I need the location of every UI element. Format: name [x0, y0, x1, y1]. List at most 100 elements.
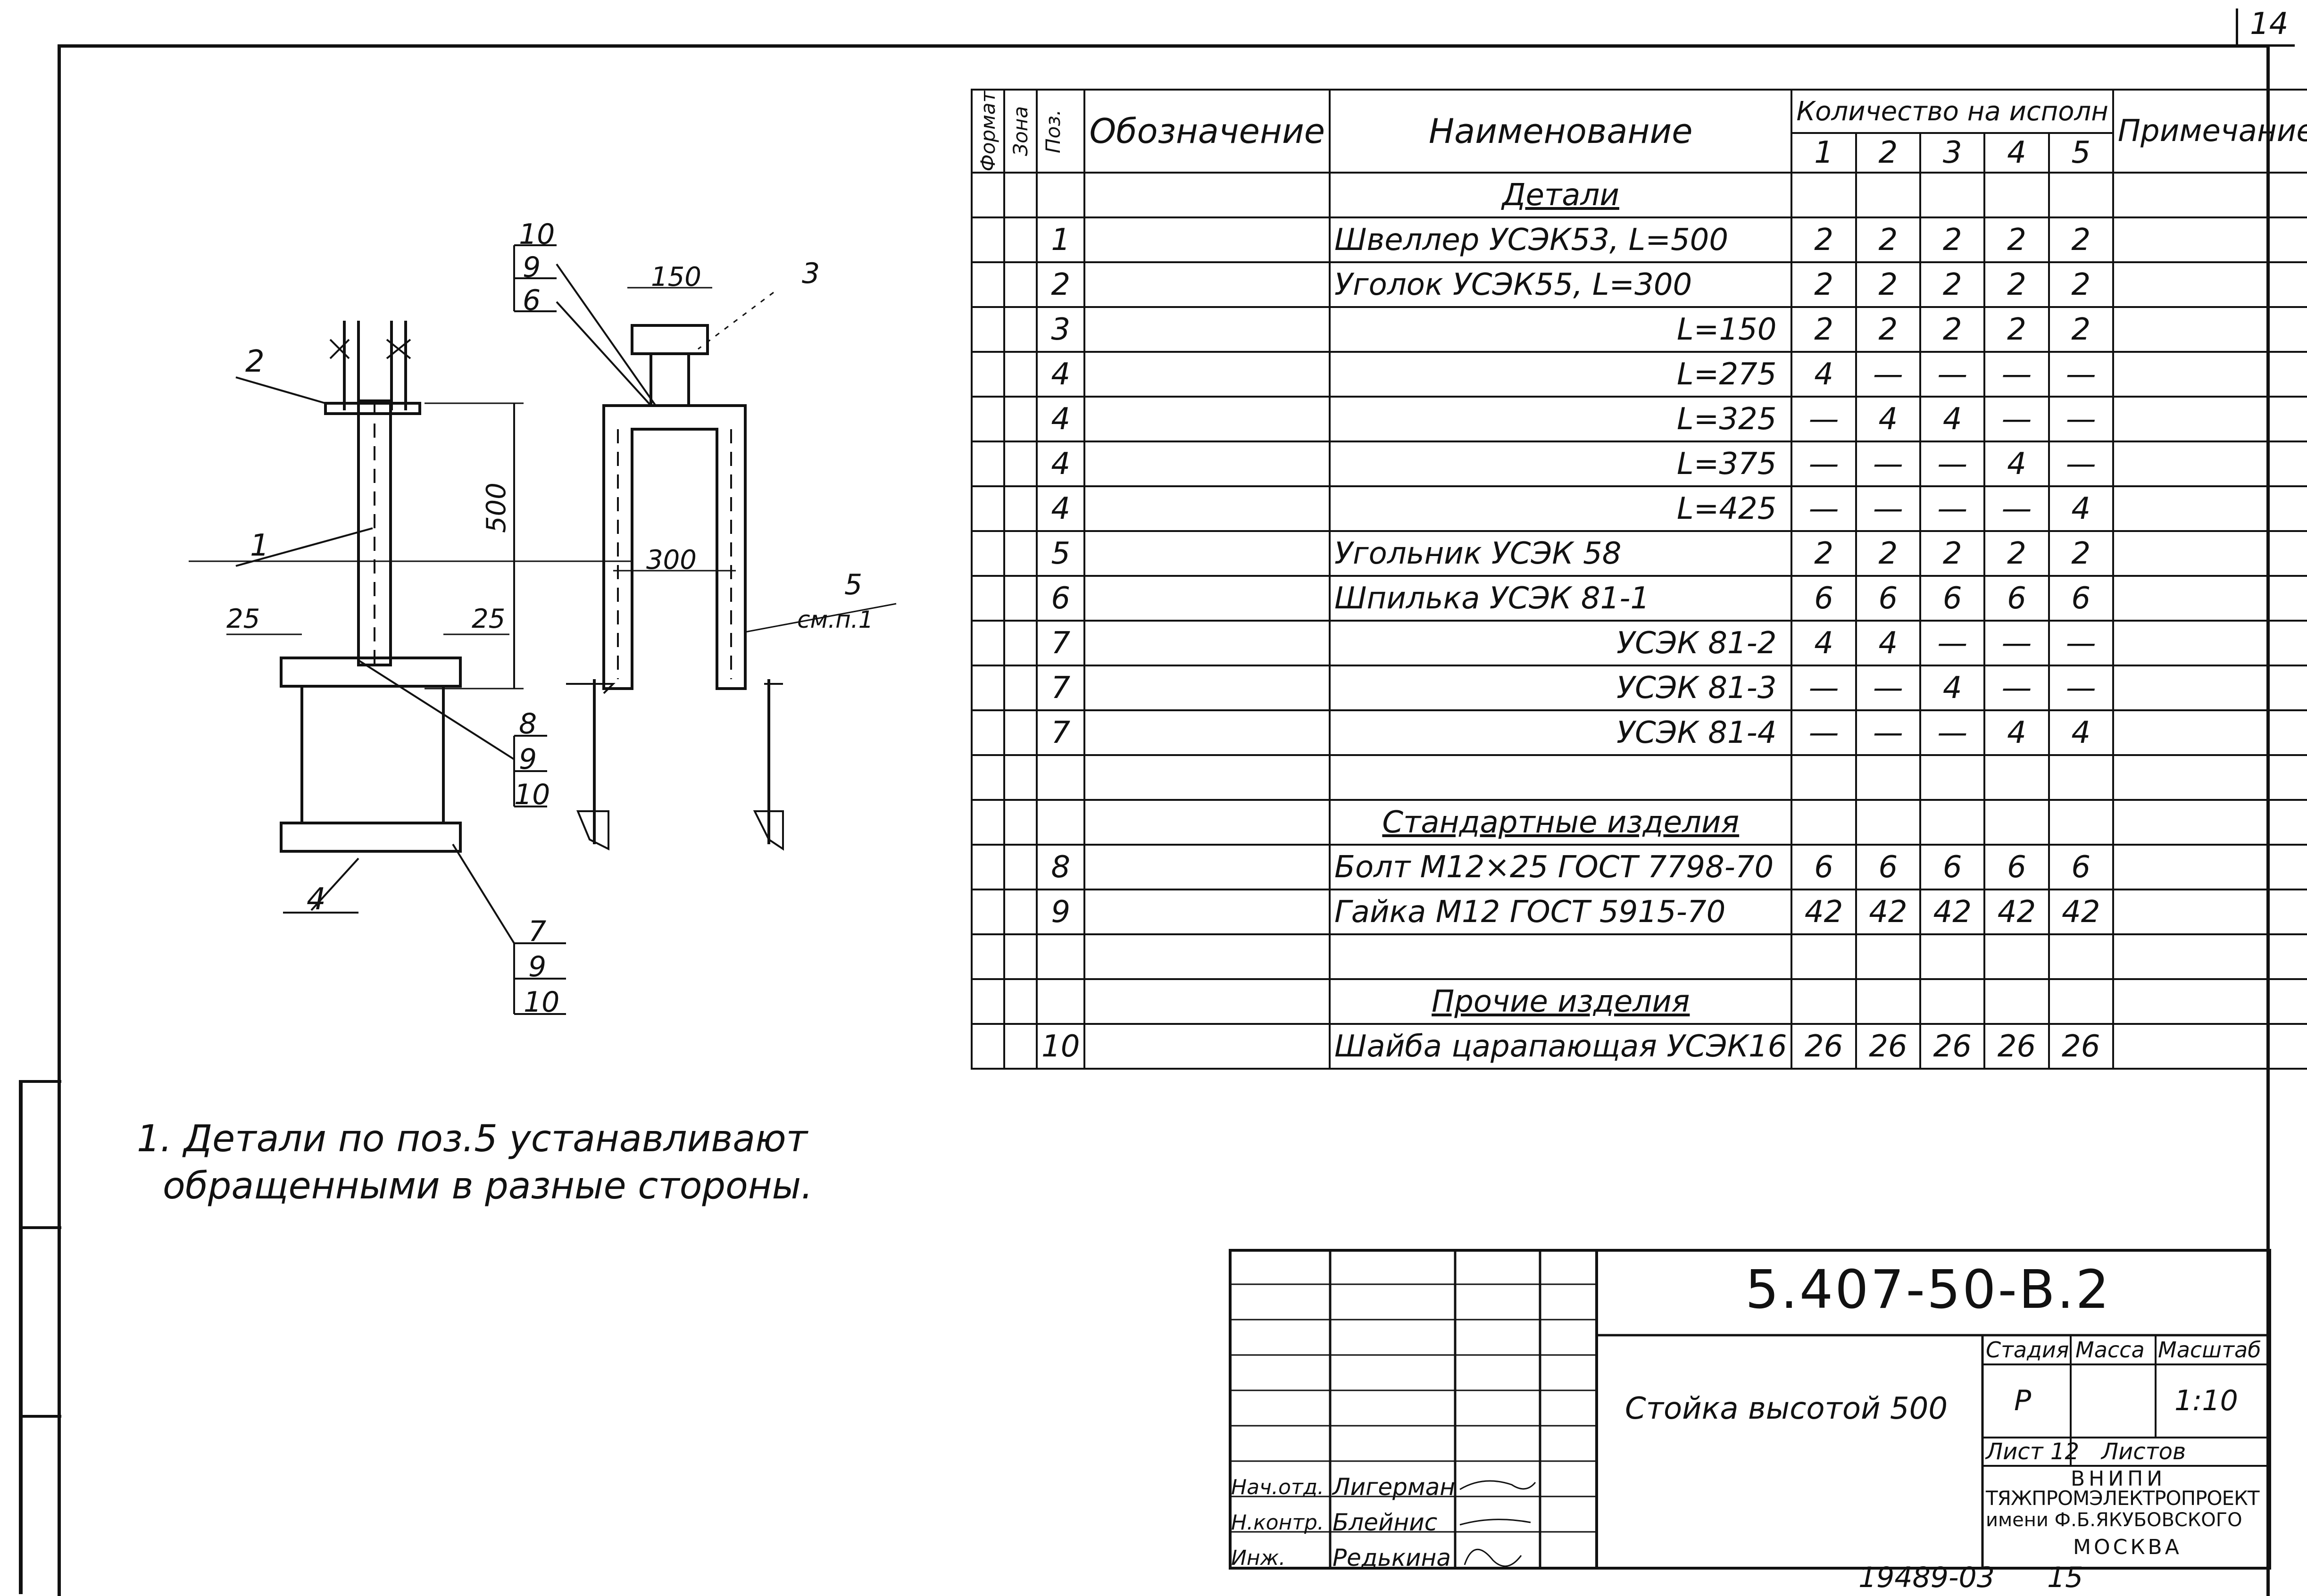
- table-cell: [971, 933, 1005, 980]
- table-cell: [2112, 799, 2307, 846]
- quantity-cell: 6: [1919, 844, 1986, 890]
- note-cell: [2112, 889, 2307, 935]
- format-cell: [971, 844, 1005, 890]
- note-cell: [2112, 620, 2307, 666]
- binding-strip: [19, 1080, 23, 1594]
- designation-cell: [1083, 216, 1331, 263]
- zone-cell: [1003, 709, 1038, 756]
- table-cell: [1983, 754, 2050, 801]
- section-row: Детали: [971, 172, 2307, 218]
- table-cell: [2048, 754, 2114, 801]
- quantity-cell: 2: [2048, 306, 2114, 353]
- format-cell: [971, 530, 1005, 577]
- table-cell: [1983, 933, 2050, 980]
- note-cell: [2112, 396, 2307, 442]
- callout-7: 7: [528, 915, 547, 948]
- pos-cell: 4: [1035, 441, 1086, 487]
- quantity-cell: 42: [2048, 889, 2114, 935]
- quantity-cell: —: [1855, 709, 1922, 756]
- note-cell: [2112, 441, 2307, 487]
- zone-cell: [1003, 441, 1038, 487]
- section-heading: Стандартные изделия: [1329, 799, 1793, 846]
- table-cell: [1855, 978, 1922, 1025]
- quantity-cell: 2: [1791, 261, 1857, 308]
- quantity-cell: —: [1791, 665, 1857, 711]
- quantity-cell: 4: [1919, 396, 1986, 442]
- col-format: Формат: [971, 89, 1005, 174]
- note-cell: [2112, 485, 2307, 532]
- table-cell: [1329, 933, 1793, 980]
- note-cell: [2112, 1023, 2307, 1070]
- callout-3: 3: [802, 257, 820, 290]
- callout-10-mid: 10: [514, 778, 550, 811]
- zone-cell: [1003, 1023, 1038, 1070]
- zone-cell: [1003, 665, 1038, 711]
- name-cell: Шпилька УСЭК 81-1: [1329, 575, 1793, 622]
- name-cell: УСЭК 81-2: [1329, 620, 1793, 666]
- callout-9-bot: 9: [528, 950, 547, 983]
- quantity-cell: 26: [1855, 1023, 1922, 1070]
- quantity-cell: 2: [1791, 306, 1857, 353]
- callout-see-note: см.п.1: [797, 606, 874, 633]
- section-row: Прочие изделия: [971, 978, 2307, 1025]
- col-name: Наименование: [1329, 89, 1793, 174]
- table-cell: [1035, 933, 1086, 980]
- format-cell: [971, 216, 1005, 263]
- table-cell: [1035, 978, 1086, 1025]
- org-line-1: ВНИПИ: [2071, 1467, 2166, 1491]
- signature-grid: [1229, 1249, 2271, 1570]
- quantity-cell: —: [2048, 441, 2114, 487]
- callout-8: 8: [519, 707, 537, 740]
- quantity-cell: 42: [1919, 889, 1986, 935]
- name-cell: Швеллер УСЭК53, L=500: [1329, 216, 1793, 263]
- sheets-label: Листов: [2101, 1438, 2186, 1465]
- section-row: Стандартные изделия: [971, 799, 2307, 846]
- note-cell: [2112, 261, 2307, 308]
- table-cell: [1791, 933, 1857, 980]
- name-cell: Болт М12×25 ГОСТ 7798-70: [1329, 844, 1793, 890]
- pos-cell: 7: [1035, 665, 1086, 711]
- table-cell: [1003, 799, 1038, 846]
- quantity-cell: —: [1791, 396, 1857, 442]
- document-code: 5.407-50-В.2: [1745, 1259, 2111, 1321]
- designation-cell: [1083, 441, 1331, 487]
- table-cell: [1791, 754, 1857, 801]
- format-cell: [971, 709, 1005, 756]
- designation-cell: [1083, 306, 1331, 353]
- format-cell: [971, 889, 1005, 935]
- inventory-number: 19489-03: [1858, 1561, 1995, 1594]
- name-cell: L=325: [1329, 396, 1793, 442]
- format-cell: [971, 441, 1005, 487]
- designation-cell: [1083, 844, 1331, 890]
- table-cell: [2048, 933, 2114, 980]
- format-cell: [971, 351, 1005, 398]
- zone-cell: [1003, 889, 1038, 935]
- table-cell: [1919, 172, 1986, 218]
- table-cell: [2048, 799, 2114, 846]
- pos-cell: 2: [1035, 261, 1086, 308]
- section-heading-text: Прочие изделия: [1432, 984, 1690, 1019]
- quantity-cell: 42: [1983, 889, 2050, 935]
- section-heading-text: Стандартные изделия: [1382, 805, 1740, 840]
- pos-cell: 10: [1035, 1023, 1086, 1070]
- zone-cell: [1003, 306, 1038, 353]
- table-cell: [1083, 754, 1331, 801]
- name-cell: L=275: [1329, 351, 1793, 398]
- org-line-4: МОСКВА: [2073, 1535, 2182, 1559]
- table-cell: [971, 754, 1005, 801]
- zone-cell: [1003, 620, 1038, 666]
- quantity-cell: —: [1983, 620, 2050, 666]
- pos-cell: 9: [1035, 889, 1086, 935]
- table-cell: [1855, 172, 1922, 218]
- callout-9-top: 9: [523, 251, 541, 284]
- note-cell: [2112, 306, 2307, 353]
- quantity-cell: 2: [2048, 216, 2114, 263]
